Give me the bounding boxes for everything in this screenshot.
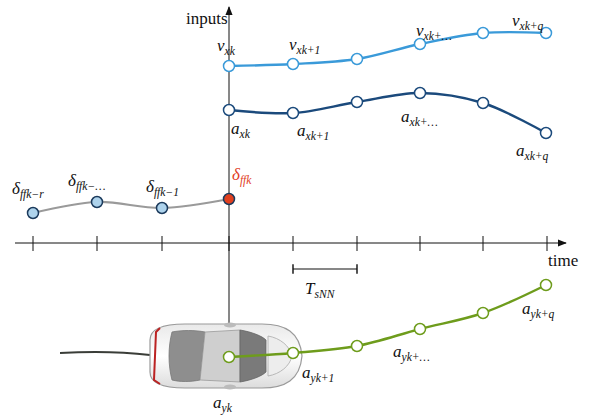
signal-label: ayk+… — [393, 343, 430, 360]
axis-tick — [357, 236, 358, 251]
axis-ticks — [33, 236, 547, 251]
sample-marker — [28, 208, 39, 219]
sample-marker — [478, 308, 489, 319]
sample-marker — [478, 98, 489, 109]
sample-marker — [541, 128, 552, 139]
axis-tick — [229, 236, 230, 251]
signal-label: axk+1 — [297, 122, 329, 139]
axis-tick — [547, 236, 548, 251]
sample-marker — [224, 194, 235, 205]
signal-label: δffk−… — [68, 172, 106, 189]
sample-marker — [157, 203, 168, 214]
signal-label: vxk+1 — [289, 36, 320, 53]
signal-label: δffk−r — [12, 180, 44, 197]
period-label: TsNN — [305, 280, 334, 297]
signal-label: δffk — [232, 166, 251, 183]
axis-tick — [33, 236, 34, 251]
axis-tick — [420, 236, 421, 251]
axis-tick — [162, 236, 163, 251]
signal-label: axk+q — [516, 142, 548, 159]
sample-marker — [478, 28, 489, 39]
axis-title: time — [548, 252, 578, 269]
axis-title: inputs — [186, 10, 228, 27]
trail-line — [60, 352, 150, 355]
signal-label: ayk+q — [522, 300, 554, 317]
sample-marker — [288, 348, 299, 359]
signal-label: δffk−1 — [146, 178, 179, 195]
accel-y-curve — [229, 285, 546, 357]
accel-x-curve — [229, 93, 546, 133]
car-illustration — [150, 323, 302, 390]
axis-tick — [97, 236, 98, 251]
steer-history-curve — [33, 199, 229, 213]
sample-marker — [224, 105, 235, 116]
sample-marker — [352, 97, 363, 108]
sample-marker — [224, 352, 235, 363]
sample-marker — [541, 280, 552, 291]
sample-marker — [288, 59, 299, 70]
axis-tick — [483, 236, 484, 251]
sample-marker — [352, 341, 363, 352]
sample-marker — [352, 54, 363, 65]
signal-label: ayk+1 — [302, 364, 334, 381]
signal-label: vxk — [217, 37, 235, 54]
velocity-curve — [229, 32, 546, 66]
signal-label: vxk+q — [512, 12, 543, 29]
period-bracket — [293, 268, 357, 269]
sample-marker — [92, 197, 103, 208]
axis-tick — [293, 236, 294, 251]
signal-label: ayk — [213, 394, 232, 411]
sample-marker — [415, 324, 426, 335]
signal-label: vxk+… — [416, 22, 452, 39]
sample-marker — [288, 108, 299, 119]
signal-label: axk — [231, 120, 250, 137]
signal-label: axk+… — [401, 108, 438, 125]
sample-marker — [224, 61, 235, 72]
sample-marker — [415, 88, 426, 99]
